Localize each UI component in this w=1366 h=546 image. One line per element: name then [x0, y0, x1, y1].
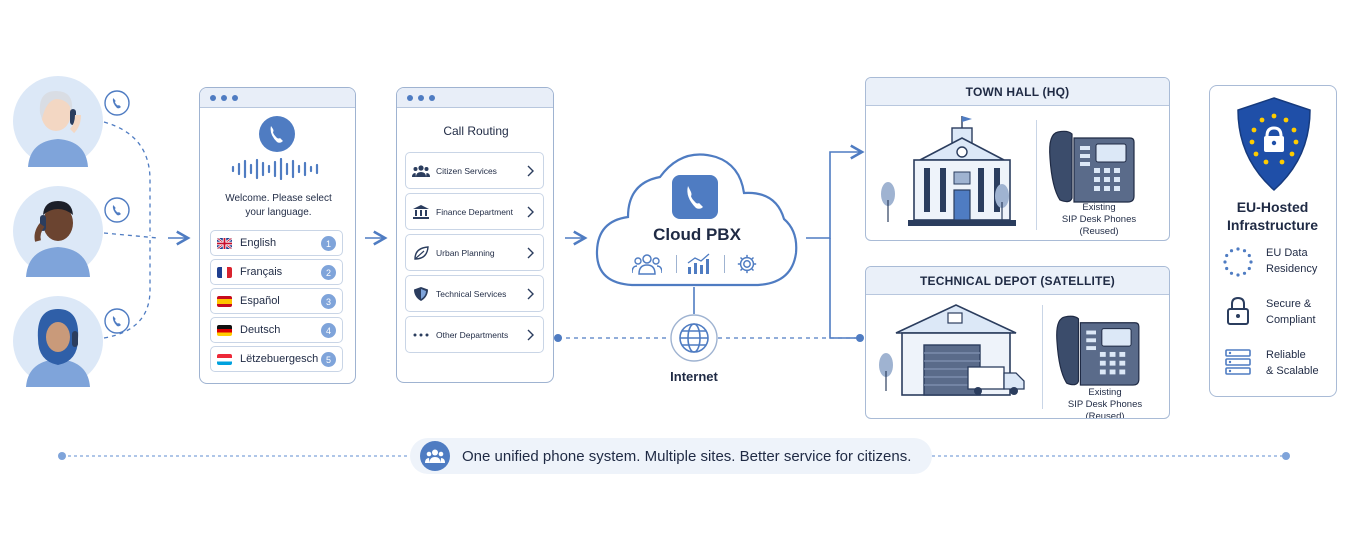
uk-flag-icon [217, 237, 232, 249]
people-group-icon [412, 164, 430, 177]
eu-stars-icon [1222, 246, 1254, 278]
town-hall-site: TOWN HALL (HQ) Existing [865, 77, 1170, 241]
depot-warehouse-icon [894, 303, 1028, 399]
woman-hijab-avatar-icon [13, 296, 103, 387]
route-finance-department[interactable]: Finance Department [405, 193, 544, 230]
caller-1-phone-bubble [104, 90, 130, 116]
feature-reliable-scalable: Reliable & Scalable [1266, 349, 1319, 377]
france-flag-icon [217, 266, 232, 278]
internet-label: Internet [670, 369, 718, 384]
gear-icon [735, 253, 759, 275]
tree-icon [878, 351, 894, 391]
window-titlebar [200, 88, 355, 108]
technical-depot-site: TECHNICAL DEPOT (SATELLITE) Existing SIP… [865, 266, 1170, 419]
phone-bubble-icon [104, 90, 130, 116]
caller-3 [12, 295, 104, 387]
routing-title: Call Routing [443, 124, 509, 138]
eu-hosted-panel: EU-Hosted Infrastructure EU Data Residen… [1209, 85, 1337, 397]
technical-depot-title: TECHNICAL DEPOT (SATELLITE) [866, 267, 1169, 295]
language-option-german[interactable]: Deutsch 4 [210, 317, 343, 343]
sip-desk-phone-icon [1044, 128, 1136, 206]
language-option-english[interactable]: English 1 [210, 230, 343, 256]
soundwave-icon [230, 158, 325, 180]
language-option-spanish[interactable]: Español 3 [210, 288, 343, 314]
route-urban-planning[interactable]: Urban Planning [405, 234, 544, 271]
town-hall-title: TOWN HALL (HQ) [866, 78, 1169, 106]
chevron-right-icon [527, 206, 534, 218]
tree-icon [994, 182, 1010, 222]
caller-3-phone-bubble [104, 308, 130, 334]
language-option-luxembourgish[interactable]: Lëtzebuergesch 5 [210, 346, 343, 372]
feature-eu-data-residency: EU Data Residency [1266, 247, 1318, 275]
phone-circle-icon [258, 115, 296, 153]
sip-desk-phone-icon [1050, 313, 1142, 389]
phone-bubble-icon [104, 308, 130, 334]
chevron-right-icon [527, 165, 534, 177]
feature-secure-compliant: Secure & Compliant [1266, 298, 1316, 326]
banner-text: One unified phone system. Multiple sites… [462, 447, 912, 465]
route-other-departments[interactable]: Other Departments [405, 316, 544, 353]
internet-globe-icon [670, 314, 718, 362]
chevron-right-icon [527, 247, 534, 259]
leaf-icon [414, 245, 429, 260]
language-selection-window: Welcome. Please select your language. En… [199, 87, 356, 384]
route-citizen-services[interactable]: Citizen Services [405, 152, 544, 189]
language-option-french[interactable]: Français 2 [210, 259, 343, 285]
town-hall-building-icon [880, 114, 1020, 234]
chevron-right-icon [527, 329, 534, 341]
cloud-shape [595, 153, 798, 287]
caller-1 [12, 75, 104, 167]
cloud-phone-icon [672, 175, 718, 219]
hq-phone-caption: Existing SIP Desk Phones (Reused) [1061, 202, 1137, 237]
server-icon [1224, 348, 1252, 376]
depot-phone-caption: Existing SIP Desk Phones (Reused) [1067, 387, 1143, 419]
analytics-bars-icon [686, 253, 712, 275]
bank-building-icon [413, 204, 429, 219]
route-technical-services[interactable]: Technical Services [405, 275, 544, 312]
man-avatar-icon [13, 186, 103, 277]
call-routing-window: Call Routing Citizen Services Finance De… [396, 87, 554, 383]
caller-2-phone-bubble [104, 197, 130, 223]
eu-hosted-title: EU-Hosted Infrastructure [1226, 199, 1319, 233]
luxembourg-flag-icon [217, 353, 232, 365]
users-icon [632, 253, 662, 275]
eu-shield-icon [1234, 96, 1314, 192]
people-group-icon [420, 441, 450, 471]
phone-bubble-icon [104, 197, 130, 223]
bottom-banner: One unified phone system. Multiple sites… [410, 438, 932, 474]
cloud-pbx-label: Cloud PBX [653, 225, 741, 244]
more-dots-icon [413, 333, 429, 336]
caller-2 [12, 185, 104, 277]
senior-woman-avatar-icon [13, 76, 103, 167]
spain-flag-icon [217, 295, 232, 307]
germany-flag-icon [217, 324, 232, 336]
window-titlebar [397, 88, 553, 108]
cloud-pbx: Cloud PBX [594, 143, 800, 289]
welcome-text: Welcome. Please select your language. [225, 193, 332, 218]
chevron-right-icon [527, 288, 534, 300]
shield-icon [414, 286, 428, 301]
padlock-icon [1226, 296, 1250, 326]
